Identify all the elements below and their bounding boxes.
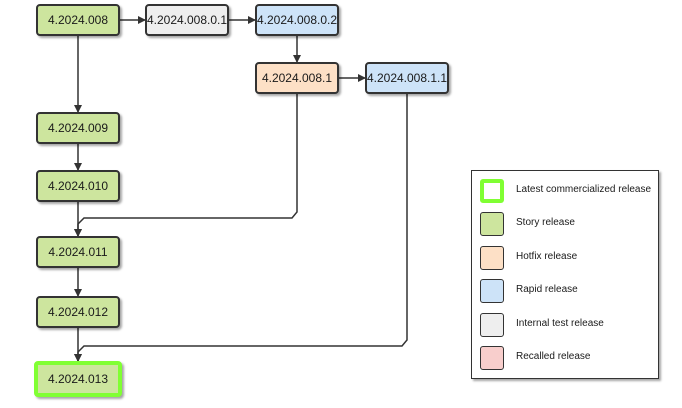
node-4-2024-010[interactable]: 4.2024.010: [36, 170, 120, 202]
legend-label: Rapid release: [516, 284, 578, 295]
node-4-2024-012[interactable]: 4.2024.012: [36, 296, 120, 328]
legend-item-recalled: Recalled release: [480, 346, 658, 374]
legend-label: Recalled release: [516, 351, 591, 362]
legend-item-internal: Internal test release: [480, 313, 658, 341]
node-4-2024-008-0-2[interactable]: 4.2024.008.0.2: [255, 4, 339, 36]
node-4-2024-008-0-1[interactable]: 4.2024.008.0.1: [145, 4, 229, 36]
edge-v008_1_1-to-v013: [74, 94, 408, 362]
legend: Latest commercialized release Story rele…: [471, 170, 659, 379]
legend-label: Internal test release: [516, 318, 604, 329]
legend-swatch-story: [480, 212, 504, 236]
legend-item-latest: Latest commercialized release: [480, 179, 658, 207]
edge-v008_1-to-v011: [74, 94, 298, 237]
node-4-2024-008-1-1[interactable]: 4.2024.008.1.1: [365, 62, 449, 94]
legend-label: Story release: [516, 217, 575, 228]
legend-item-story: Story release: [480, 212, 658, 240]
legend-swatch-latest: [480, 179, 504, 203]
legend-swatch-hotfix: [480, 246, 504, 270]
node-4-2024-011[interactable]: 4.2024.011: [36, 236, 120, 268]
legend-swatch-internal: [480, 313, 504, 337]
node-4-2024-013[interactable]: 4.2024.013: [34, 361, 122, 397]
legend-label: Latest commercialized release: [516, 184, 652, 195]
legend-label: Hotfix release: [516, 251, 578, 262]
node-4-2024-009[interactable]: 4.2024.009: [36, 112, 120, 144]
legend-item-hotfix: Hotfix release: [480, 246, 658, 274]
legend-swatch-rapid: [480, 279, 504, 303]
node-4-2024-008-1[interactable]: 4.2024.008.1: [255, 62, 339, 94]
legend-swatch-recalled: [480, 346, 504, 370]
node-4-2024-008[interactable]: 4.2024.008: [36, 4, 120, 36]
legend-item-rapid: Rapid release: [480, 279, 658, 307]
